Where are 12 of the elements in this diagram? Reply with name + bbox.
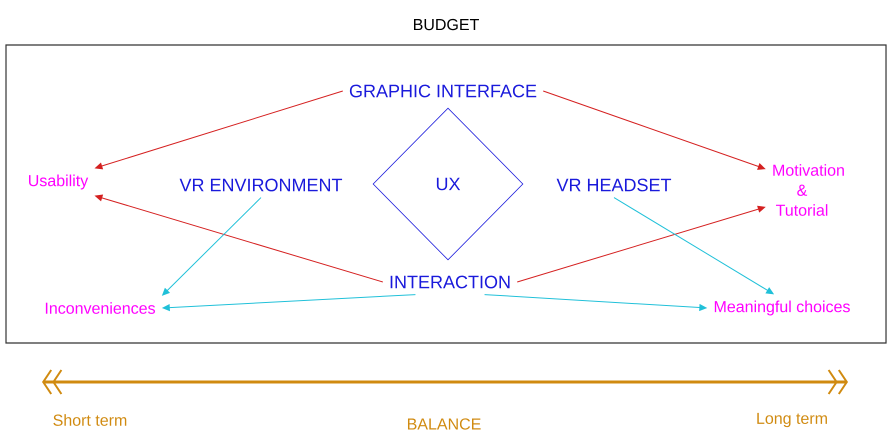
scale-label: Long term (757, 412, 827, 428)
node-label: BUDGET (414, 18, 479, 30)
scale-label: Short term (53, 414, 126, 426)
outcome-text: Inconveniences (46, 302, 155, 314)
heading-text: VR ENVIRONMENT (180, 178, 342, 192)
outcome-text: Usability (29, 174, 88, 190)
heading-text: GRAPHIC INTERFACE (350, 84, 536, 98)
scale-label: BALANCE (408, 418, 481, 430)
outcome-text: Motivation & Tutorial (773, 164, 844, 216)
outcome-text: Meaningful choices (714, 300, 850, 316)
heading-text: VR HEADSET (556, 178, 672, 192)
heading-text: INTERACTION (390, 276, 510, 288)
